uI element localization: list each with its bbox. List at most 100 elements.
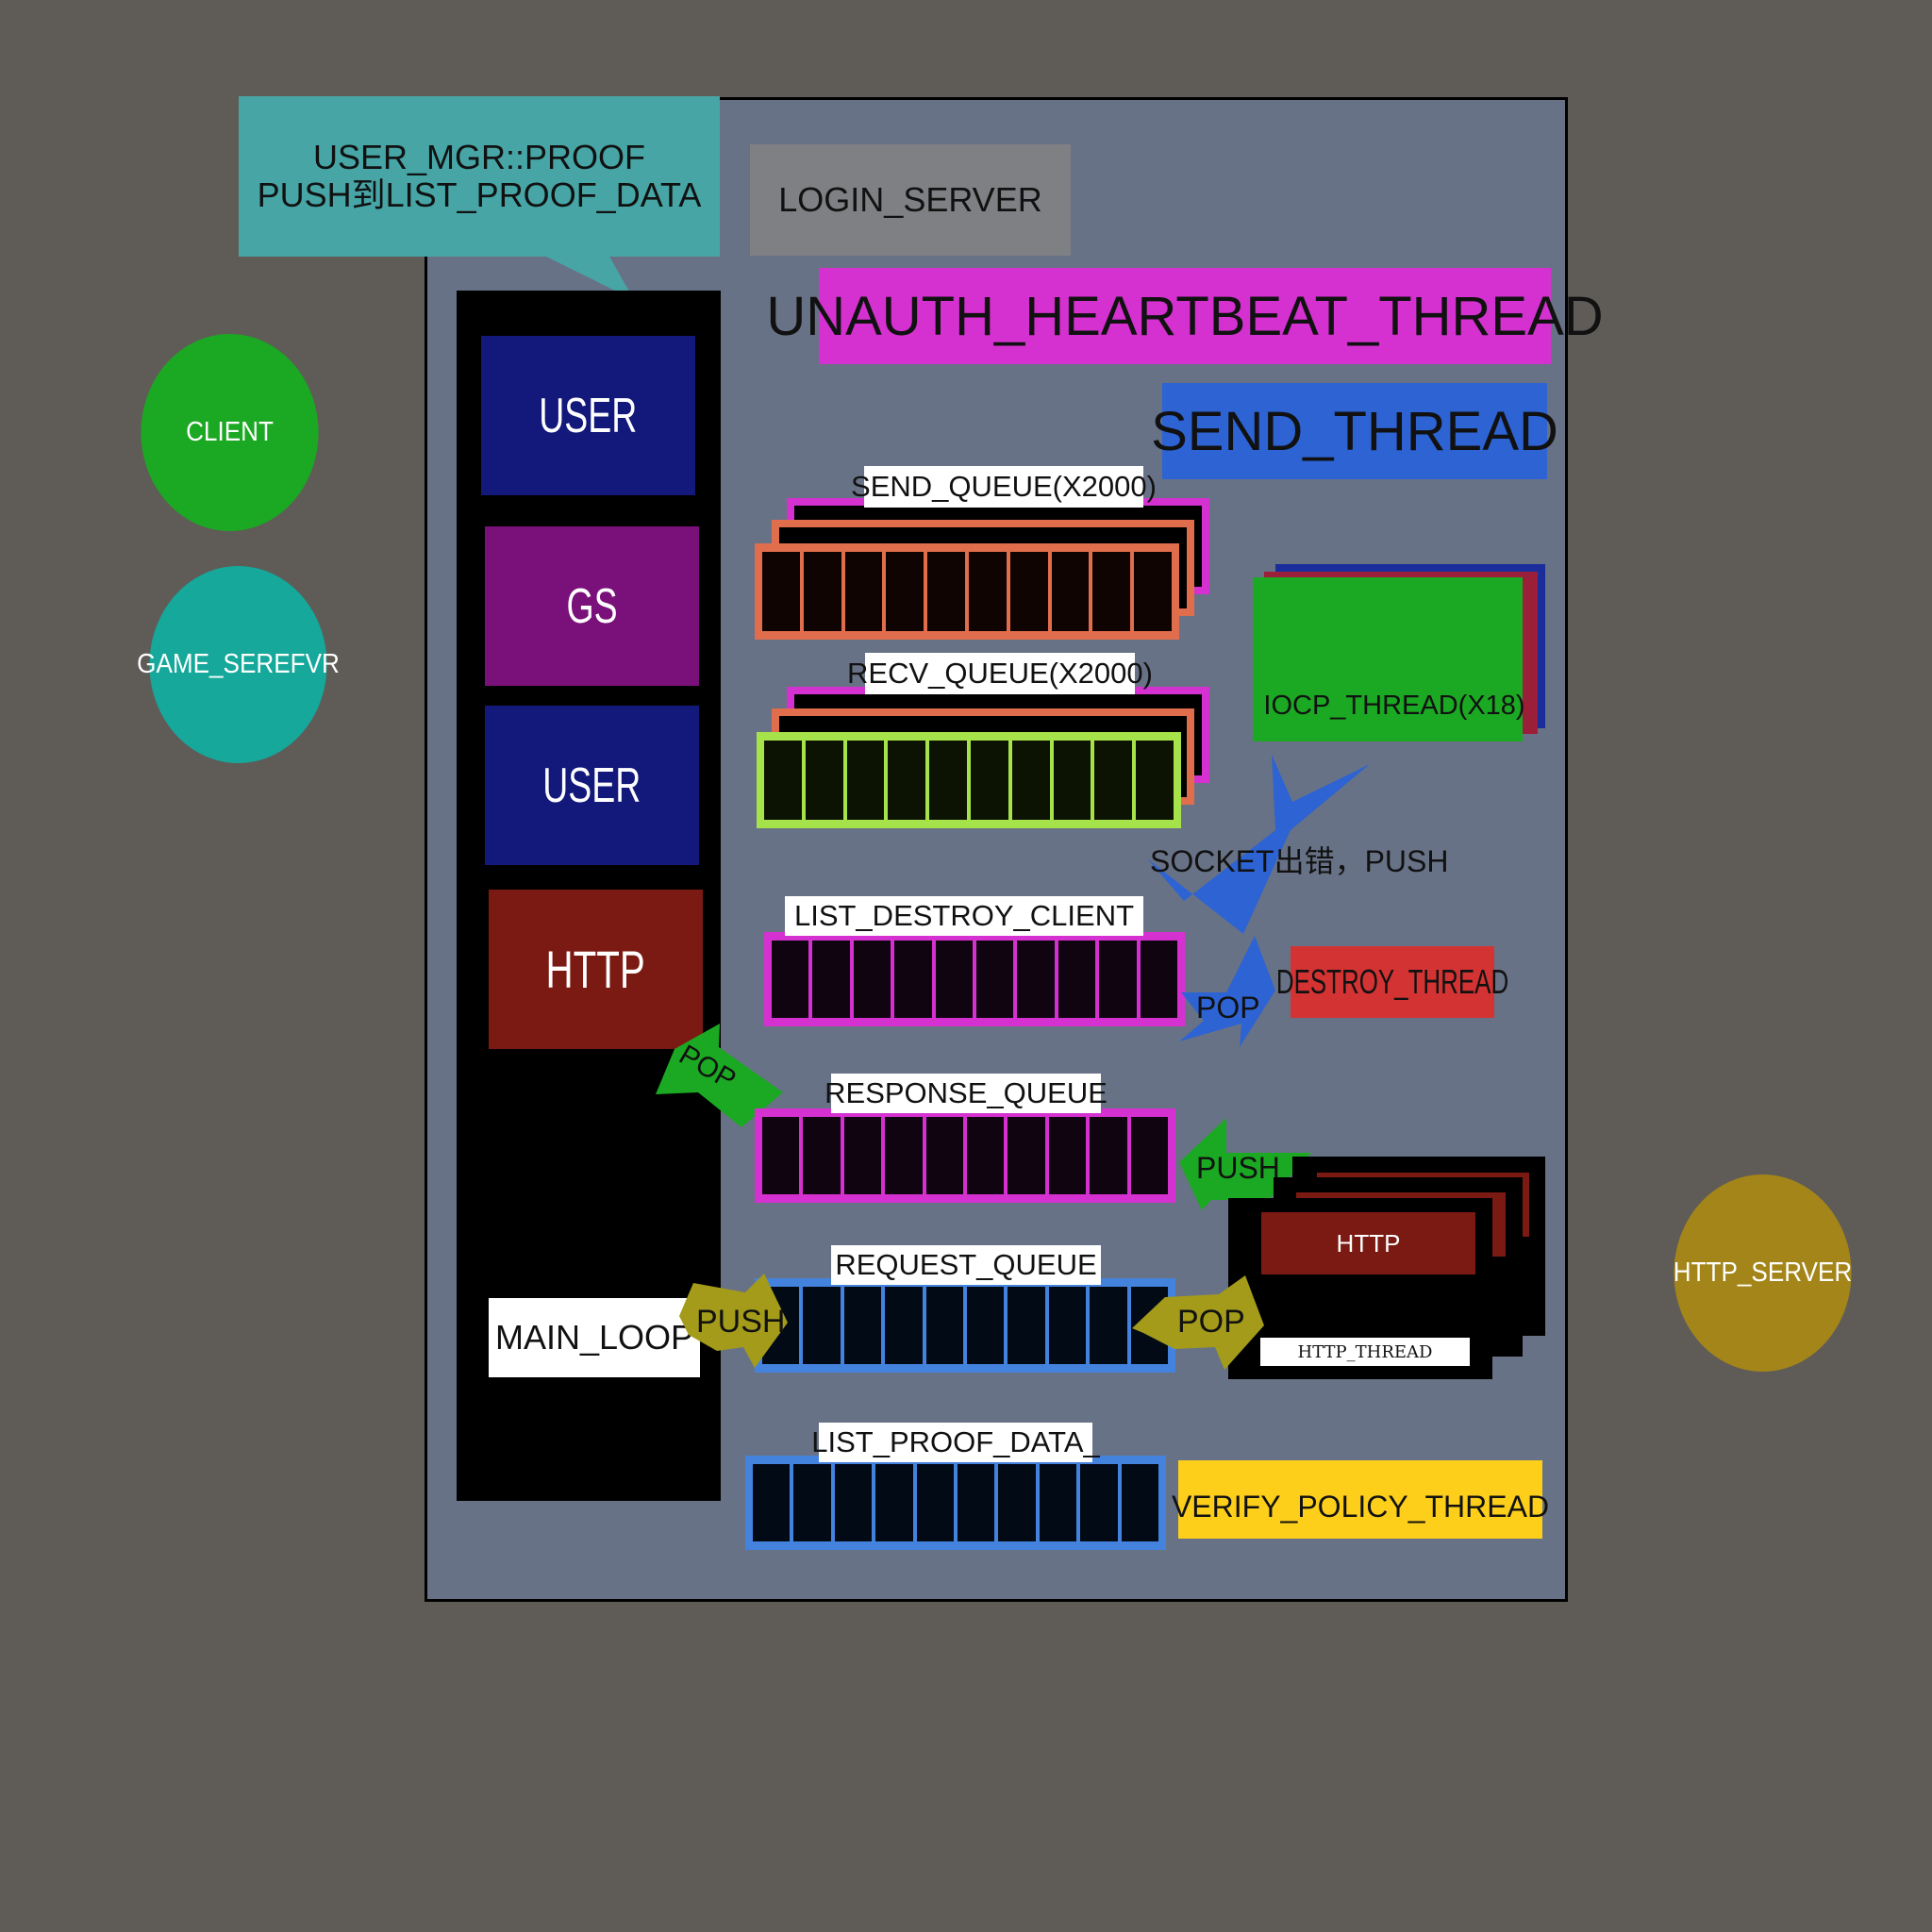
queue-slot — [764, 741, 802, 820]
queue-slot — [853, 941, 891, 1018]
queue-slot — [927, 552, 965, 631]
queue-slot — [888, 741, 926, 820]
queue-slot — [846, 741, 885, 820]
response-queue-label: RESPONSE_QUEUE — [824, 1074, 1108, 1113]
queue-slot — [1009, 552, 1048, 631]
send-queue-label: SEND_QUEUE(X2000) — [851, 466, 1157, 508]
queue-slot — [803, 552, 841, 631]
login-server-label-box: LOGIN_SERVER — [750, 144, 1071, 256]
pop-request-label: POP — [1177, 1304, 1245, 1340]
verify-policy-thread: VERIFY_POLICY_THREAD — [1172, 1460, 1549, 1539]
http-thread-label: HTTP_THREAD — [1260, 1338, 1470, 1366]
callout-box: USER_MGR::PROOF PUSH到LIST_PROOF_DATA — [239, 96, 720, 257]
response-queue — [755, 1108, 1175, 1203]
stack-block-user-2: USER — [485, 706, 699, 865]
queue-slot — [1090, 1117, 1127, 1194]
destroy-client-label: LIST_DESTROY_CLIENT — [785, 896, 1143, 936]
game-server-node: GAME_SEREFVR — [137, 566, 340, 763]
queue-slot — [1134, 552, 1172, 631]
push-response-label: PUSH — [1196, 1151, 1280, 1185]
queue-slot — [976, 941, 1014, 1018]
queue-slot — [1058, 941, 1096, 1018]
send-queue — [755, 543, 1179, 640]
request-queue — [755, 1278, 1175, 1373]
queue-slot — [1136, 741, 1174, 820]
queue-slot — [1008, 1287, 1045, 1364]
push-request-label: PUSH — [696, 1304, 786, 1340]
send-thread: SEND_THREAD — [1151, 383, 1558, 479]
unauth-heartbeat-thread: UNAUTH_HEARTBEAT_THREAD — [766, 268, 1604, 364]
queue-slot — [812, 941, 850, 1018]
queue-slot — [998, 1464, 1036, 1541]
queue-slot — [958, 1464, 995, 1541]
queue-slot — [803, 1287, 841, 1364]
queue-slot — [1092, 552, 1131, 631]
request-queue-label: REQUEST_QUEUE — [831, 1245, 1101, 1285]
queue-slot — [1140, 941, 1178, 1018]
queue-slot — [1053, 741, 1091, 820]
game-server-label: GAME_SEREFVR — [137, 649, 340, 679]
queue-slot — [968, 552, 1007, 631]
recv-queue — [757, 732, 1181, 828]
queue-slot — [967, 1287, 1005, 1364]
queue-slot — [886, 552, 924, 631]
main-loop-label: MAIN_LOOP — [489, 1298, 700, 1377]
queue-slot — [885, 1287, 923, 1364]
iocp-thread-card — [1253, 577, 1523, 741]
queue-slot — [935, 941, 974, 1018]
queue-slot — [843, 1117, 882, 1194]
queue-slot — [916, 1464, 955, 1541]
destroy-client-queue — [764, 932, 1185, 1026]
http-thread-inner: HTTP — [1261, 1212, 1475, 1274]
queue-slot — [1048, 1117, 1087, 1194]
socket-error-label: SOCKET出错，PUSH — [1150, 844, 1449, 878]
queue-slot — [753, 1464, 791, 1541]
queue-slot — [844, 552, 883, 631]
queue-slot — [834, 1464, 873, 1541]
queue-slot — [885, 1117, 923, 1194]
proof-data-queue — [745, 1456, 1166, 1550]
stack-block-http: HTTP — [489, 890, 703, 1049]
queue-slot — [929, 741, 967, 820]
queue-slot — [1011, 741, 1050, 820]
queue-slot — [894, 941, 932, 1018]
callout-line-2: PUSH到LIST_PROOF_DATA — [257, 175, 702, 214]
queue-slot — [1090, 1287, 1127, 1364]
recv-queue-label: RECV_QUEUE(X2000) — [847, 653, 1153, 694]
queue-slot — [925, 1287, 964, 1364]
stack-block-user-1: USER — [481, 336, 695, 495]
callout-line-1: USER_MGR::PROOF — [312, 138, 646, 176]
queue-slot — [970, 741, 1008, 820]
queue-slot — [1094, 741, 1133, 820]
queue-slot — [843, 1287, 882, 1364]
proof-data-label: LIST_PROOF_DATA_ — [811, 1423, 1100, 1462]
iocp-thread-label: IOCP_THREAD(X18) — [1263, 690, 1525, 721]
queue-slot — [805, 741, 843, 820]
http-server-label: HTTP_SERVER — [1673, 1257, 1853, 1288]
destroy-thread: DESTROY_THREAD — [1276, 946, 1508, 1018]
queue-slot — [1039, 1464, 1077, 1541]
queue-slot — [1080, 1464, 1118, 1541]
queue-slot — [925, 1117, 964, 1194]
queue-slot — [875, 1464, 913, 1541]
http-server-node: HTTP_SERVER — [1673, 1174, 1853, 1372]
queue-slot — [1008, 1117, 1045, 1194]
client-node: CLIENT — [141, 334, 319, 531]
queue-slot — [1099, 941, 1137, 1018]
queue-slot — [1121, 1464, 1159, 1541]
stack-block-gs: GS — [485, 526, 699, 686]
queue-slot — [793, 1464, 831, 1541]
queue-slot — [762, 1117, 800, 1194]
queue-slot — [762, 552, 800, 631]
client-label: CLIENT — [186, 417, 274, 447]
queue-slot — [772, 941, 809, 1018]
pop-destroy-label: POP — [1196, 991, 1260, 1024]
queue-slot — [1051, 552, 1090, 631]
queue-slot — [1130, 1117, 1169, 1194]
queue-slot — [1048, 1287, 1087, 1364]
login-server-label: LOGIN_SERVER — [778, 180, 1042, 219]
queue-slot — [967, 1117, 1005, 1194]
queue-slot — [1130, 1287, 1169, 1364]
queue-slot — [1017, 941, 1055, 1018]
queue-slot — [803, 1117, 841, 1194]
